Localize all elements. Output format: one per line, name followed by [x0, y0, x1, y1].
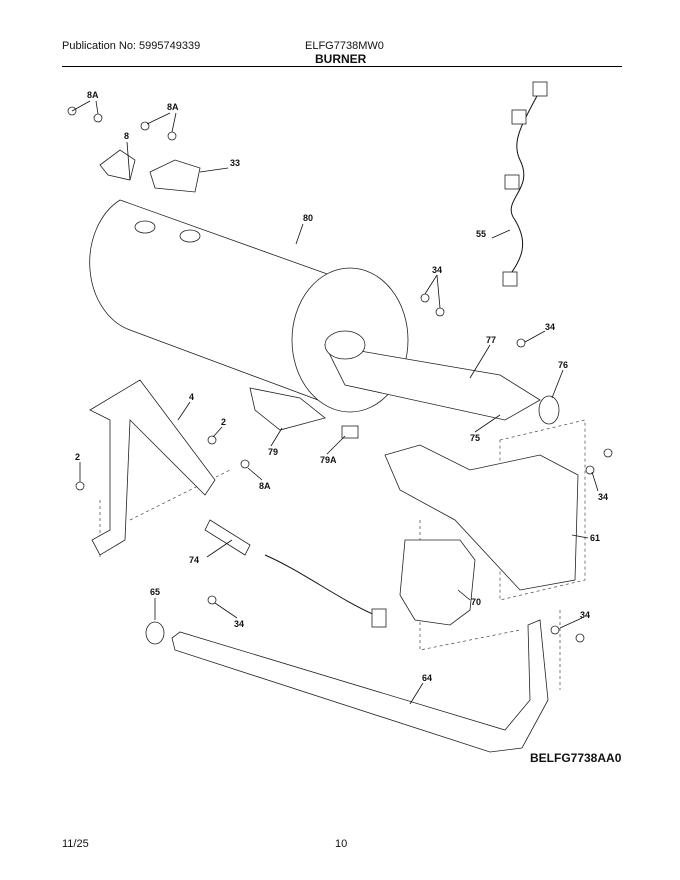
gas-valve-part-70: [399, 539, 476, 626]
callout-leaders: [71, 100, 599, 705]
igniter-part-79: [249, 387, 359, 439]
callout-label: 34: [545, 322, 555, 332]
callout-label: 8A: [259, 481, 271, 491]
callout-label: 2: [75, 452, 80, 462]
callout-label: 34: [432, 265, 442, 275]
callout-label: 2: [221, 417, 226, 427]
callout-label: 61: [590, 533, 600, 543]
callout-label: 80: [303, 213, 313, 223]
callout-label: 55: [476, 229, 486, 239]
callout-labels: 8A 8A 8 33 80 55 34 34 77 76 4 2 2 79 79…: [75, 90, 608, 683]
page-number: 10: [335, 838, 348, 850]
footer-date: 11/25: [62, 838, 89, 850]
bracket-part-61: [384, 444, 579, 591]
callout-label: 79A: [320, 455, 337, 465]
callout-label: 70: [471, 597, 481, 607]
bracket-part-8: [99, 149, 136, 181]
publication-number: Publication No: 5995749339: [62, 40, 201, 52]
callout-label: 34: [598, 492, 608, 502]
callout-label: 33: [230, 158, 240, 168]
section-title: BURNER: [315, 52, 367, 66]
callout-label: 65: [150, 587, 160, 597]
flame-sensor-part-74: [204, 519, 387, 628]
bracket-part-4: [89, 379, 216, 556]
callout-label: 34: [580, 610, 590, 620]
burner-part-77: [324, 330, 541, 421]
callout-label: 79: [268, 447, 278, 457]
header-rule: [62, 66, 622, 67]
callout-label: 77: [486, 335, 496, 345]
gas-pipe-part-64: [171, 619, 549, 753]
model-number: ELFG7738MW0: [305, 40, 384, 52]
callout-label: 8A: [87, 90, 99, 100]
callout-label: 76: [558, 360, 568, 370]
callout-label: 4: [189, 392, 194, 402]
callout-label: 64: [422, 673, 432, 683]
callout-label: 8: [124, 131, 129, 141]
callout-label: 74: [189, 555, 199, 565]
diagram-code: BELFG7738AA0: [530, 751, 622, 765]
sleeve-part-76: [538, 395, 560, 425]
grommet-part-65: [145, 621, 165, 645]
callout-label: 8A: [167, 102, 179, 112]
wire-harness-part-55: [502, 81, 548, 287]
callout-label: 34: [234, 619, 244, 629]
callout-label: 75: [470, 433, 480, 443]
bracket-part-33: [149, 159, 201, 193]
